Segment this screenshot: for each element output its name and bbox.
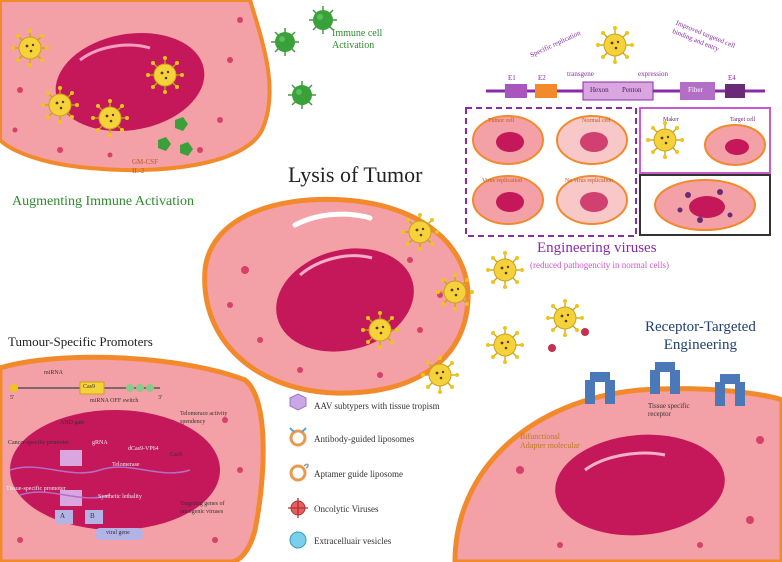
mirna-label: miRNA: [44, 370, 64, 376]
fiber-label: Fiber: [688, 86, 703, 94]
targeting-genes-label: Targeting genes of oncogenic viruses: [180, 501, 225, 515]
gene-e1-label: E1: [508, 74, 516, 82]
legend-item-extracellular-vesicles: Extracelluair vesicles: [314, 536, 392, 546]
legend-item-oncolytic-viruses: Oncolytic Viruses: [314, 504, 379, 514]
cancer-specific-label: Cancer-specific promoter: [8, 440, 70, 446]
telomerase-activity-label: Telomerace activity spendency: [180, 411, 228, 425]
gene-b-label: B: [90, 512, 95, 520]
promoters-title: Tumour-Specific Promoters: [8, 334, 153, 349]
expression-label: expression: [638, 70, 668, 78]
no-virus-replication-label: No virus replication: [565, 178, 613, 184]
engineering-title: Engineering viruses: [537, 240, 657, 256]
virus-replication-label: Virus replication: [482, 178, 523, 184]
cas9-label: Cas9: [83, 384, 95, 390]
gene-e2-label: E2: [538, 74, 546, 82]
target-cell-label: Target cell: [730, 117, 756, 123]
normal-cell-label: Normal cell: [582, 118, 611, 124]
gene-a-label: A: [60, 512, 66, 520]
immune-panel-title: Augmenting Immune Activation: [12, 194, 194, 209]
gene-e4-label: E4: [728, 74, 736, 82]
five-prime-label: 5': [10, 395, 15, 401]
legend-item-antibody-liposomes: Antibody-guided liposomes: [314, 434, 415, 444]
viral-gene-label: viral gene: [106, 530, 130, 536]
cytokines-label: GM-CSF IL-2: [132, 158, 159, 175]
transgene-label: transgene: [567, 70, 594, 78]
marker-label: Maker: [663, 117, 679, 123]
lysis-title: Lysis of Tumor: [288, 162, 423, 187]
tumor-cell-label: Tumor cell: [488, 118, 515, 124]
legend-item-aptamer-liposome: Aptamer guide liposome: [314, 469, 403, 479]
synthetic-lethality-label: Synthetic lethality: [98, 494, 142, 500]
three-prime-label: 3': [158, 395, 163, 401]
engineering-subtitle: (reduced pathogencity in normal cells): [530, 260, 669, 270]
tissue-specific-label: Tissue-specific promoter: [6, 486, 66, 492]
adapter-label: Bifunctional Adapter molecular: [520, 432, 580, 450]
receptor-title: Receptor-Targeted Engineering: [645, 319, 756, 353]
penton-label: Penton: [622, 86, 642, 94]
dcas9-vp64-label: dCas9-VP64: [128, 446, 159, 452]
legend-item-aav: AAV subtypers with tissue tropism: [314, 401, 440, 411]
tissue-receptor-label: Tissue specific receptor: [648, 402, 690, 418]
cas9-small-label: Cas9: [170, 452, 182, 458]
and-gate-label: AND gate: [60, 420, 85, 426]
immune-activation-label: Immune cell Activation: [332, 28, 383, 51]
grna-label: gRNA: [92, 440, 108, 446]
telomerase-label: Telomerase: [112, 462, 140, 468]
mirna-off-label: miRNA OFF switch: [90, 398, 139, 404]
hexon-label: Hexon: [590, 86, 609, 94]
